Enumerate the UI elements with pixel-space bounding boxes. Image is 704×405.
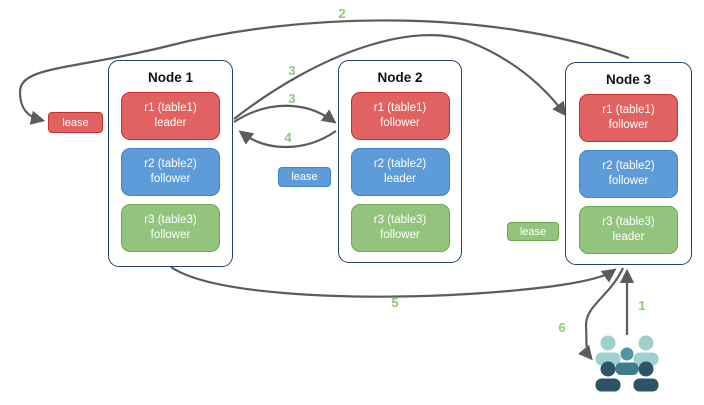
replica-role: leader <box>384 173 416 185</box>
replica-role: follower <box>608 175 649 187</box>
node-2-replica-r2: r2 (table2) leader <box>350 148 450 196</box>
step-label-4: 4 <box>284 130 292 145</box>
replica-label: r2 (table2) <box>144 158 197 171</box>
arrow-step2-node3-to-lease1 <box>18 19 630 125</box>
node-2-replica-r3: r3 (table3) follower <box>350 204 450 252</box>
node-1: Node 1 r1 (table1) leader r2 (table2) fo… <box>108 60 233 267</box>
lease-badge-table3: lease <box>507 222 559 241</box>
replica-label: r3 (table3) <box>602 216 655 229</box>
replica-role: follower <box>150 173 191 185</box>
step-label-6: 6 <box>558 320 566 335</box>
lease-badge-table1: lease <box>48 112 103 133</box>
step-label-2: 2 <box>338 6 346 21</box>
arrow-step3-leader-to-node2 <box>233 104 337 124</box>
replica-role: follower <box>608 119 649 131</box>
step-label-3b: 3 <box>288 91 296 106</box>
replica-label: r1 (table1) <box>144 102 197 115</box>
node-3-replica-r2: r2 (table2) follower <box>579 150 678 198</box>
replica-label: r3 (table3) <box>373 214 427 227</box>
replica-role: follower <box>380 229 420 241</box>
replica-role: leader <box>612 231 645 243</box>
replica-role: follower <box>150 229 191 241</box>
node-2-replica-r1: r1 (table1) follower <box>350 92 450 140</box>
step-label-3a: 3 <box>288 63 296 78</box>
node-3: Node 3 r1 (table1) follower r2 (table2) … <box>565 62 692 265</box>
replica-label: r2 (table2) <box>373 158 427 171</box>
node-1-title: Node 1 <box>147 70 193 85</box>
node-2-title: Node 2 <box>377 70 423 85</box>
replica-label: r1 (table1) <box>602 104 655 117</box>
arrow-step5-node1-to-node3 <box>170 266 617 298</box>
lease-badge-table2: lease <box>278 167 331 187</box>
arrow-step4-node2-to-leader <box>238 130 337 148</box>
replica-label: r1 (table1) <box>373 102 427 115</box>
step-label-5: 5 <box>391 295 399 310</box>
node-1-replica-r2: r2 (table2) follower <box>121 148 220 196</box>
replica-label: r3 (table3) <box>144 214 197 227</box>
node-1-replica-r1: r1 (table1) leader <box>121 92 220 140</box>
node-3-replica-r1: r1 (table1) follower <box>579 94 678 142</box>
step-label-1: 1 <box>638 298 646 313</box>
node-1-replica-r3: r3 (table3) follower <box>121 204 220 252</box>
node-2: Node 2 r1 (table1) follower r2 (table2) … <box>338 60 462 263</box>
node-3-title: Node 3 <box>605 72 651 87</box>
node-3-replica-r3: r3 (table3) leader <box>579 206 678 254</box>
replica-role: leader <box>154 117 187 129</box>
arrow-step6-node3-to-users <box>578 267 624 361</box>
replica-role: follower <box>380 117 420 129</box>
users-group-icon <box>595 335 659 392</box>
arrow-step3-leader-to-node3 <box>233 34 567 120</box>
replica-label: r2 (table2) <box>602 160 655 173</box>
